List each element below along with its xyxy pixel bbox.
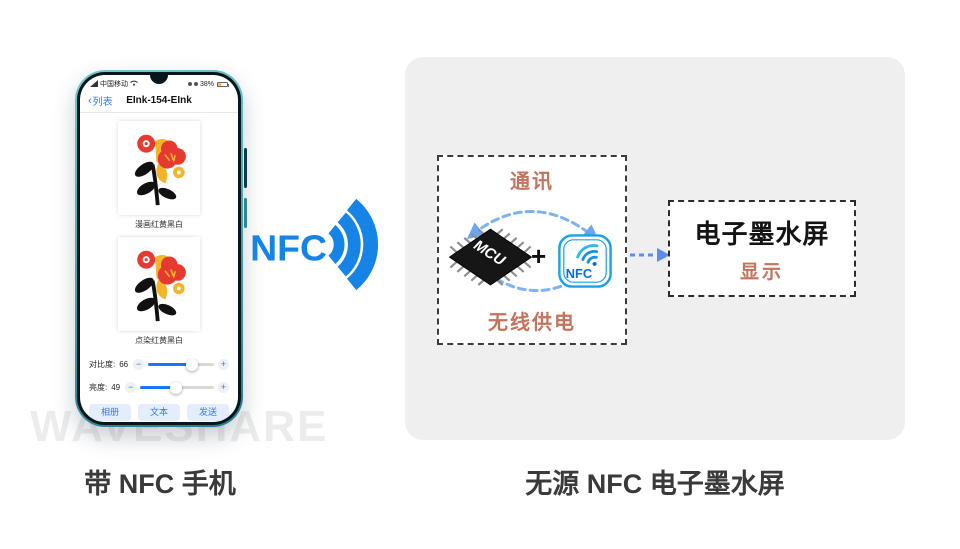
contrast-slider[interactable]: [148, 358, 214, 371]
brightness-label: 亮度:: [89, 383, 108, 392]
nfc-status-icon: [193, 82, 198, 86]
photo-list: 漫画红黄黑白: [80, 113, 238, 353]
phone-power-button: [244, 198, 247, 228]
mcu-nfc-module-box: 通讯 MCU +: [437, 155, 627, 345]
alarm-icon: [187, 82, 192, 86]
brightness-slider-row: 亮度: 49 − +: [89, 378, 229, 397]
contrast-minus-button[interactable]: −: [133, 359, 145, 370]
signal-icon: [90, 79, 98, 89]
app-navbar: EInk-154-EInk ‹ 列表: [80, 89, 238, 113]
phone-caption: 带 NFC 手机: [84, 469, 236, 499]
phone-screen: 中国移动 38% EInk-154-EInk ‹ 列表: [80, 75, 238, 422]
brightness-minus-button[interactable]: −: [125, 382, 137, 393]
adjustment-sliders: 对比度: 66 − + 亮度: 49 −: [80, 355, 238, 401]
carrier-label: 中国移动: [100, 81, 128, 88]
wireless-power-label: 无线供电: [488, 312, 576, 334]
back-chevron-icon: ‹: [88, 94, 92, 107]
action-button-row: 相册 文本 发送: [80, 401, 238, 421]
back-label: 列表: [92, 97, 113, 108]
back-button[interactable]: ‹ 列表: [88, 93, 113, 108]
brightness-value: 49: [111, 383, 121, 392]
battery-percent-label: 38%: [199, 80, 214, 88]
eink-subtitle: 显示: [739, 261, 784, 283]
battery-icon: [217, 81, 229, 87]
phone-mockup: 中国移动 38% EInk-154-EInk ‹ 列表: [75, 70, 247, 427]
flower-image: [118, 237, 200, 331]
phone-notch: [150, 75, 168, 84]
app-title: EInk-154-EInk: [126, 95, 192, 106]
plus-sign: +: [531, 241, 547, 271]
phone-volume-button: [244, 148, 247, 188]
photo-caption: 漫画红黄黑白: [135, 220, 183, 229]
phone-bezel: 中国移动 38% EInk-154-EInk ‹ 列表: [77, 72, 241, 425]
brightness-slider[interactable]: [140, 381, 214, 394]
nfc-logo-label: NFC: [250, 227, 327, 269]
contrast-plus-button[interactable]: +: [218, 359, 229, 370]
contrast-slider-thumb[interactable]: [185, 358, 198, 371]
nfc-waves-logo: NFC: [250, 180, 398, 315]
eink-title: 电子墨水屏: [694, 218, 830, 249]
flower-image: [118, 121, 200, 215]
photo-card[interactable]: 漫画红黄黑白: [118, 121, 200, 230]
status-bar: 中国移动 38%: [80, 75, 238, 89]
text-button[interactable]: 文本: [138, 404, 180, 421]
send-button[interactable]: 发送: [187, 404, 229, 421]
contrast-slider-row: 对比度: 66 − +: [89, 355, 229, 374]
brightness-plus-button[interactable]: +: [218, 382, 229, 393]
album-button[interactable]: 相册: [89, 404, 131, 421]
nfc-chip-label: NFC: [566, 266, 592, 281]
contrast-label: 对比度:: [89, 360, 116, 369]
photo-caption: 点染红黄黑白: [135, 336, 183, 345]
brightness-slider-thumb[interactable]: [170, 381, 183, 394]
panel-caption: 无源 NFC 电子墨水屏: [525, 469, 785, 499]
mcu-chip-icon: MCU: [439, 223, 535, 304]
contrast-value: 66: [119, 360, 129, 369]
communication-label: 通讯: [510, 171, 554, 193]
wifi-icon: [130, 80, 138, 88]
photo-card[interactable]: 点染红黄黑白: [118, 237, 200, 346]
nfc-chip-icon: NFC: [557, 233, 613, 294]
module-to-eink-arrow: [629, 243, 671, 272]
eink-display-box: 电子墨水屏 显示: [668, 200, 856, 297]
